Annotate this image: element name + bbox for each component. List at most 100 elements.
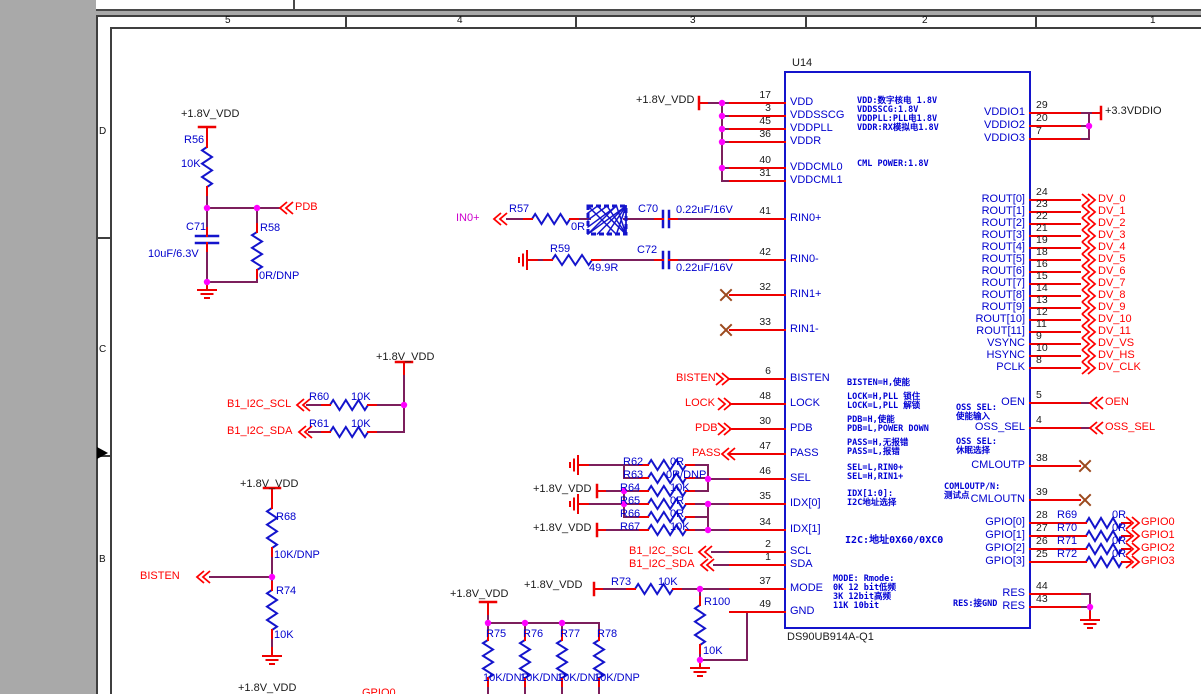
port-label-DV_4[interactable]: DV_4	[1098, 241, 1126, 253]
port-label-DV_6[interactable]: DV_6	[1098, 265, 1126, 277]
selected-component-crosshatch[interactable]	[605, 204, 628, 236]
port-label-OEN[interactable]: OEN	[1105, 396, 1129, 408]
resistor-R57[interactable]	[531, 212, 571, 226]
port-BISTEN[interactable]	[201, 570, 211, 584]
resistor-R72[interactable]	[1085, 555, 1123, 569]
ic-part-number[interactable]: DS90UB914A-Q1	[787, 631, 874, 643]
port-DV_2[interactable]	[1081, 217, 1091, 231]
junction-dot[interactable]	[253, 204, 261, 212]
junction-dot[interactable]	[718, 112, 726, 120]
junction-dot[interactable]	[718, 99, 726, 107]
port-label-PDB[interactable]: PDB	[295, 201, 318, 213]
port-label-GPIO1[interactable]: GPIO1	[1141, 529, 1175, 541]
annotation[interactable]: VDD:数字核电 1.8V	[857, 96, 938, 106]
resistor-R70[interactable]	[1085, 529, 1123, 543]
port-label-DV_3[interactable]: DV_3	[1098, 229, 1126, 241]
annotation[interactable]: 0K 12 bit低频	[833, 583, 897, 593]
resistor-R76[interactable]	[518, 639, 532, 679]
junction-dot[interactable]	[718, 138, 726, 146]
port-GPIO1[interactable]	[1125, 529, 1135, 543]
annotation[interactable]: RES:接GND	[953, 599, 998, 609]
port-B1_I2C_SDA[interactable]	[297, 425, 307, 439]
port-IN0+[interactable]	[498, 212, 508, 226]
port-label-GPIO2[interactable]: GPIO2	[1141, 542, 1175, 554]
port-B1_I2C_SDA[interactable]	[705, 558, 715, 572]
port-label-DV_CLK[interactable]: DV_CLK	[1098, 361, 1141, 373]
junction-dot[interactable]	[704, 475, 712, 483]
port-GPIO0[interactable]	[1131, 516, 1141, 530]
port-DV_1[interactable]	[1081, 205, 1091, 219]
resistor-R61[interactable]	[329, 425, 369, 439]
port-DV_2[interactable]	[1087, 217, 1097, 231]
port-GPIO2[interactable]	[1131, 542, 1141, 556]
resistor-R100[interactable]	[693, 604, 707, 646]
port-DV_4[interactable]	[1087, 241, 1097, 255]
resistor-R66[interactable]	[647, 510, 687, 524]
junction-dot[interactable]	[696, 656, 704, 664]
port-label-IN0+[interactable]: IN0+	[456, 212, 480, 224]
port-label-DV_2[interactable]: DV_2	[1098, 217, 1126, 229]
resistor-R58[interactable]	[250, 231, 264, 271]
annotation[interactable]: 11K 10bit	[833, 601, 880, 611]
port-label-DV_9[interactable]: DV_9	[1098, 301, 1126, 313]
ic-refdes[interactable]: U14	[792, 57, 813, 69]
resistor-R78[interactable]	[592, 639, 606, 679]
port-label-GPIO3[interactable]: GPIO3	[1141, 555, 1175, 567]
annotation[interactable]: LOCK=L,PLL 解锁	[847, 401, 921, 411]
port-label-DV_8[interactable]: DV_8	[1098, 289, 1126, 301]
annotation[interactable]: 休眠选择	[956, 446, 991, 456]
resistor-R74[interactable]	[265, 589, 279, 631]
port-DV_VS[interactable]	[1087, 337, 1097, 351]
annotation[interactable]: VDDPLL:PLL电1.8V	[857, 114, 938, 124]
port-DV_4[interactable]	[1081, 241, 1091, 255]
junction-dot[interactable]	[268, 573, 276, 581]
annotation[interactable]: PASS=H,无报错	[847, 438, 909, 448]
port-DV_7[interactable]	[1087, 277, 1097, 291]
port-GPIO1[interactable]	[1131, 529, 1141, 543]
port-DV_7[interactable]	[1081, 277, 1091, 291]
port-label-B1_I2C_SDA[interactable]: B1_I2C_SDA	[227, 425, 293, 437]
junction-dot[interactable]	[203, 278, 211, 286]
port-B1_I2C_SCL[interactable]	[697, 545, 707, 559]
junction-dot[interactable]	[203, 204, 211, 212]
resistor-R73[interactable]	[634, 582, 674, 596]
annotation[interactable]: VDDR:RX模拟电1.8V	[857, 123, 939, 133]
port-label-PASS[interactable]: PASS	[692, 447, 721, 459]
port-OEN[interactable]	[1088, 396, 1098, 410]
selected-component-crosshatch[interactable]	[586, 204, 609, 222]
annotation[interactable]: COMLOUTP/N:	[944, 482, 1001, 492]
port-BISTEN[interactable]	[195, 570, 205, 584]
port-label-BISTEN[interactable]: BISTEN	[676, 372, 716, 384]
port-label-DV_VS[interactable]: DV_VS	[1098, 337, 1135, 349]
resistor-R63[interactable]	[647, 471, 687, 485]
annotation[interactable]: OSS SEL:	[956, 437, 997, 447]
port-GPIO0[interactable]	[1125, 516, 1135, 530]
junction-dot[interactable]	[558, 619, 566, 627]
port-label-PDB[interactable]: PDB	[695, 422, 718, 434]
junction-dot[interactable]	[718, 164, 726, 172]
port-OSS_SEL[interactable]	[1094, 421, 1104, 435]
resistor-R59[interactable]	[551, 253, 593, 267]
port-DV_3[interactable]	[1087, 229, 1097, 243]
port-GPIO2[interactable]	[1125, 542, 1135, 556]
port-label-DV_11[interactable]: DV_11	[1098, 325, 1131, 337]
annotation[interactable]: PDB=H,使能	[847, 415, 895, 425]
port-label-GPIO0[interactable]: GPIO0	[1141, 516, 1175, 528]
no-connect-x[interactable]	[1078, 493, 1092, 507]
port-DV_10[interactable]	[1087, 313, 1097, 327]
port-BISTEN[interactable]	[715, 372, 725, 386]
resistor-R75[interactable]	[481, 639, 495, 679]
annotation[interactable]: SEL=L,RIN0+	[847, 463, 904, 473]
annotation[interactable]: OSS SEL:	[956, 403, 997, 413]
port-DV_0[interactable]	[1081, 193, 1091, 207]
no-connect-x[interactable]	[719, 323, 733, 337]
port-PASS[interactable]	[726, 447, 736, 461]
port-label-B1_I2C_SCL[interactable]: B1_I2C_SCL	[629, 545, 694, 557]
annotation[interactable]: BISTEN=H,使能	[847, 378, 911, 388]
resistor-R71[interactable]	[1085, 542, 1123, 556]
port-DV_5[interactable]	[1081, 253, 1091, 267]
annotation[interactable]: 测试点	[944, 491, 970, 501]
port-label-BISTEN[interactable]: BISTEN	[140, 570, 180, 582]
port-B1_I2C_SCL[interactable]	[301, 398, 311, 412]
